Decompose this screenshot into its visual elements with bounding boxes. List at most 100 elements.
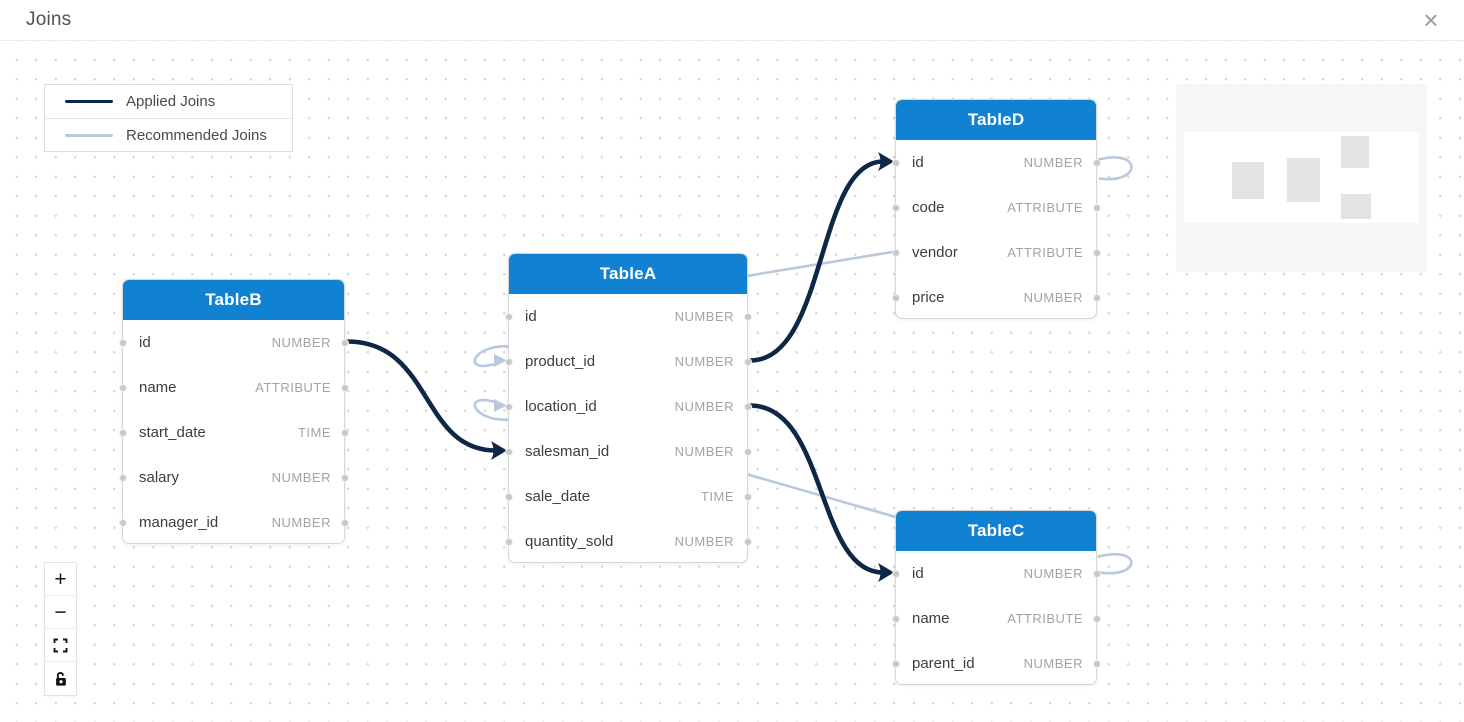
- column-type: NUMBER: [271, 335, 331, 350]
- column-port-left[interactable]: [504, 492, 513, 501]
- column-port-left[interactable]: [891, 203, 900, 212]
- minus-icon: −: [54, 600, 67, 624]
- column-name: id: [912, 154, 924, 171]
- column-port-right[interactable]: [1092, 569, 1101, 578]
- column-name: salesman_id: [525, 443, 610, 460]
- column-name: name: [139, 379, 177, 396]
- column-port-right[interactable]: [743, 447, 752, 456]
- table-title: TableA: [599, 264, 657, 283]
- applied-join-line[interactable]: [344, 339, 499, 453]
- column-port-left[interactable]: [118, 383, 127, 392]
- column-port-right[interactable]: [340, 473, 349, 482]
- column-port-right[interactable]: [340, 383, 349, 392]
- column-port-left[interactable]: [118, 473, 127, 482]
- column-name: manager_id: [139, 514, 219, 531]
- column-port-left[interactable]: [118, 428, 127, 437]
- lock-button[interactable]: [45, 662, 76, 695]
- column-port-left[interactable]: [891, 569, 900, 578]
- column-port-right[interactable]: [1092, 659, 1101, 668]
- column-port-right[interactable]: [1092, 203, 1101, 212]
- column-port-left[interactable]: [891, 614, 900, 623]
- zoom-out-button[interactable]: −: [45, 596, 76, 629]
- fit-view-button[interactable]: [45, 629, 76, 662]
- column-port-right[interactable]: [743, 312, 752, 321]
- table-header[interactable]: TableC: [896, 511, 1096, 551]
- column-port-left[interactable]: [891, 659, 900, 668]
- applied-join-line[interactable]: [747, 403, 886, 575]
- column-port-left[interactable]: [504, 312, 513, 321]
- column-port-right[interactable]: [340, 338, 349, 347]
- column-row[interactable]: quantity_sold NUMBER: [509, 519, 747, 564]
- column-port-right[interactable]: [340, 518, 349, 527]
- table-title: TableB: [205, 290, 262, 309]
- fit-view-icon: [53, 638, 68, 652]
- close-button[interactable]: ×: [1416, 5, 1446, 35]
- plus-icon: +: [54, 567, 67, 591]
- column-port-right[interactable]: [743, 357, 752, 366]
- column-port-right[interactable]: [1092, 158, 1101, 167]
- column-name: vendor: [912, 244, 958, 261]
- column-port-left[interactable]: [504, 447, 513, 456]
- column-port-left[interactable]: [504, 537, 513, 546]
- column-port-right[interactable]: [743, 492, 752, 501]
- column-name: quantity_sold: [525, 533, 614, 550]
- column-row[interactable]: id NUMBER: [896, 140, 1096, 185]
- column-port-left[interactable]: [504, 357, 513, 366]
- column-name: location_id: [525, 398, 597, 415]
- column-port-right[interactable]: [743, 537, 752, 546]
- column-port-left[interactable]: [891, 248, 900, 257]
- column-port-right[interactable]: [1092, 614, 1101, 623]
- zoom-controls: + −: [44, 562, 77, 696]
- column-port-left[interactable]: [891, 158, 900, 167]
- column-port-left[interactable]: [118, 518, 127, 527]
- recommended-loop-marker[interactable]: [1097, 156, 1133, 181]
- legend-item-applied: Applied Joins: [45, 85, 292, 118]
- minimap[interactable]: [1176, 84, 1427, 272]
- table-header[interactable]: TableA: [509, 254, 747, 294]
- modal-title: Joins: [26, 9, 72, 30]
- legend: Applied Joins Recommended Joins: [44, 84, 293, 152]
- column-type: TIME: [297, 425, 331, 440]
- column-name: id: [525, 308, 537, 325]
- recommended-hook-marker[interactable]: [473, 398, 512, 421]
- applied-join-line[interactable]: [747, 159, 886, 363]
- column-port-right[interactable]: [1092, 293, 1101, 302]
- column-port-right[interactable]: [743, 402, 752, 411]
- recommended-loop-marker[interactable]: [1097, 553, 1133, 575]
- column-type: NUMBER: [674, 354, 734, 369]
- table-header[interactable]: TableD: [896, 100, 1096, 140]
- column-name: parent_id: [912, 655, 975, 672]
- column-port-right[interactable]: [1092, 248, 1101, 257]
- column-type: NUMBER: [674, 534, 734, 549]
- column-port-left[interactable]: [504, 402, 513, 411]
- zoom-in-button[interactable]: +: [45, 563, 76, 596]
- column-type: ATTRIBUTE: [1007, 611, 1083, 626]
- table-header[interactable]: TableB: [123, 280, 344, 320]
- minimap-node: [1341, 194, 1371, 219]
- column-port-left[interactable]: [891, 293, 900, 302]
- column-port-left[interactable]: [118, 338, 127, 347]
- column-type: NUMBER: [1023, 155, 1083, 170]
- column-port-right[interactable]: [340, 428, 349, 437]
